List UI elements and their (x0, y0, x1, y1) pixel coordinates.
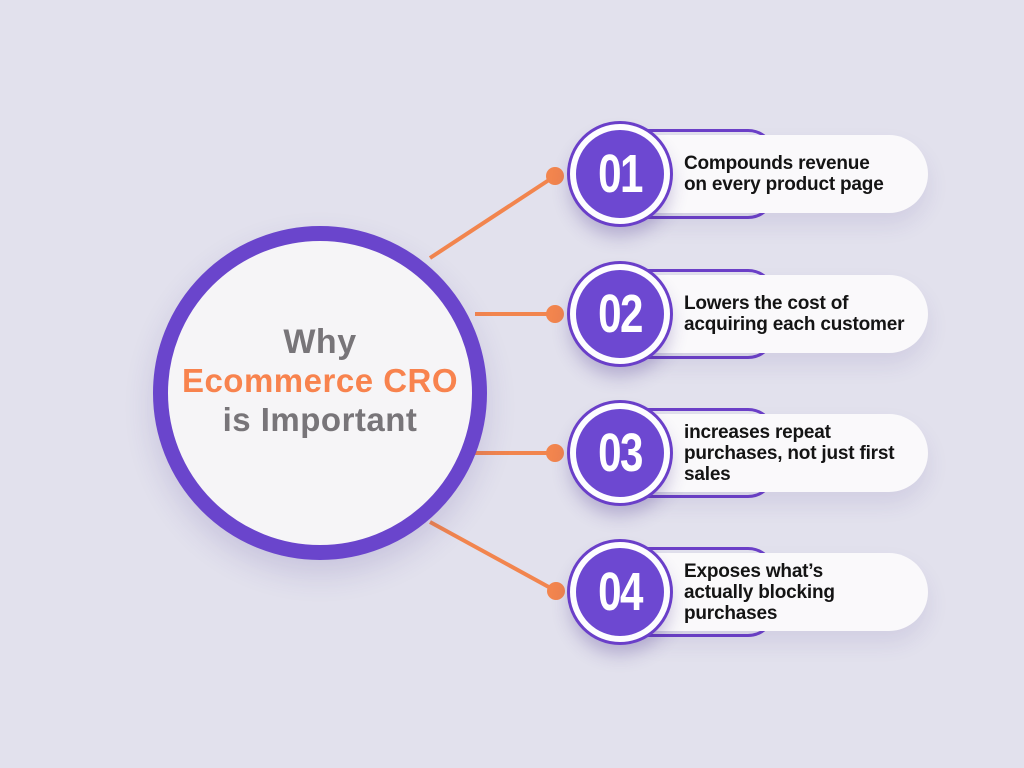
item-text: Compounds revenue on every product page (684, 153, 884, 195)
number-label: 01 (598, 144, 643, 204)
number-badge-4: 04 (570, 542, 670, 642)
connector-dot (546, 444, 564, 462)
number-badge-2: 02 (570, 264, 670, 364)
number-label: 03 (598, 423, 643, 483)
page-title: Why Ecommerce CRO is Important (182, 322, 458, 440)
title-line-ecommerce-cro: Ecommerce CRO (181, 362, 459, 400)
item-card-1: Compounds revenue on every product page (620, 135, 928, 213)
number-badge-3: 03 (570, 403, 670, 503)
item-card-4: Exposes what’s actually blocking purchas… (620, 553, 928, 631)
item-card-2: Lowers the cost of acquiring each custom… (620, 275, 928, 353)
number-label: 02 (598, 284, 643, 344)
connector-dot (546, 305, 564, 323)
connector-dot (547, 582, 565, 600)
connector-dot (546, 167, 564, 185)
item-text: Lowers the cost of acquiring each custom… (684, 293, 905, 335)
number-label: 04 (598, 562, 643, 622)
item-card-3: increases repeat purchases, not just fir… (620, 414, 928, 492)
title-line-why: Why (283, 323, 357, 361)
central-topic-circle: Why Ecommerce CRO is Important (153, 226, 487, 560)
item-text: Exposes what’s actually blocking purchas… (684, 560, 835, 624)
number-badge-1: 01 (570, 124, 670, 224)
item-text: increases repeat purchases, not just fir… (684, 421, 895, 485)
title-line-is-important: is Important (222, 401, 418, 439)
